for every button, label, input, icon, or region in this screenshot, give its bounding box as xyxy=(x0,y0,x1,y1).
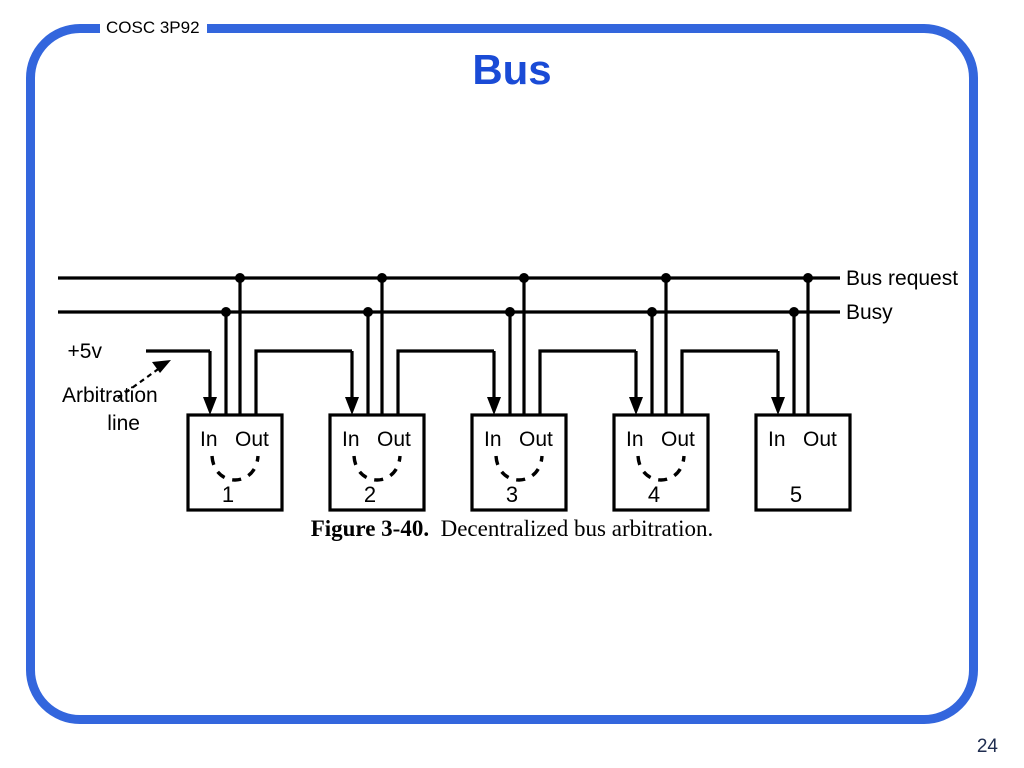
device-1-in-label: In xyxy=(200,428,218,451)
busy-junction-dot-3 xyxy=(505,307,515,317)
arbitration-label-line2: line xyxy=(107,412,140,435)
page-number: 24 xyxy=(976,736,998,757)
supply-label: +5v xyxy=(68,340,103,363)
figure-caption-text: Decentralized bus arbitration. xyxy=(440,516,714,541)
device-4-out-label: Out xyxy=(661,428,695,451)
device-1-internal-arc xyxy=(210,455,260,482)
busy-junction-dot-5 xyxy=(789,307,799,317)
course-header-label: COSC 3P92 xyxy=(100,17,207,39)
device-group-5: In Out 5 xyxy=(754,273,852,512)
device-box-5[interactable] xyxy=(754,413,852,512)
arbitration-in-arrowhead-2 xyxy=(345,397,359,415)
out-link-wire-2 xyxy=(396,349,494,415)
device-box-2[interactable] xyxy=(328,413,426,512)
figure-diagram: Bus request Busy In Out 1 xyxy=(40,250,984,570)
device-box-3[interactable] xyxy=(470,413,568,512)
bus-request-junction-dot-2 xyxy=(377,273,387,283)
device-5-in-label: In xyxy=(768,428,786,451)
device-5-out-label: Out xyxy=(803,428,837,451)
device-3-out-label: Out xyxy=(519,428,553,451)
arbitration-in-arrowhead-4 xyxy=(629,397,643,415)
arbitration-in-arrowhead-3 xyxy=(487,397,501,415)
bus-request-junction-dot-1 xyxy=(235,273,245,283)
device-1-out-label: Out xyxy=(235,428,269,451)
device-5-number: 5 xyxy=(790,482,802,507)
bus-request-junction-dot-4 xyxy=(661,273,671,283)
bus-request-junction-dot-3 xyxy=(519,273,529,283)
device-3-number: 3 xyxy=(506,482,518,507)
bus-request-junction-dot-5 xyxy=(803,273,813,283)
arbitration-in-arrowhead-1 xyxy=(203,397,217,415)
arbitration-label-line1: Arbitration xyxy=(62,384,158,407)
device-1-number: 1 xyxy=(222,482,234,507)
figure-caption: Figure 3-40. Decentralized bus arbitrati… xyxy=(0,516,1024,542)
busy-junction-dot-1 xyxy=(221,307,231,317)
busy-junction-dot-2 xyxy=(363,307,373,317)
device-group-3: In Out 3 xyxy=(470,273,636,512)
bus-request-label: Bus request xyxy=(846,267,958,290)
busy-label: Busy xyxy=(846,301,893,324)
decentralized-bus-arbitration-diagram: Bus request Busy In Out 1 xyxy=(58,267,958,512)
device-2-internal-arc xyxy=(352,455,402,482)
figure-caption-number: Figure 3-40. xyxy=(310,516,430,541)
page-title: Bus xyxy=(472,46,552,93)
arbitration-pointer-arrowhead xyxy=(152,360,171,373)
device-group-4: In Out 4 xyxy=(612,273,778,512)
device-box-1[interactable] xyxy=(186,413,284,512)
out-link-wire-4 xyxy=(680,349,778,415)
device-group-1: In Out 1 xyxy=(186,273,352,512)
device-3-in-label: In xyxy=(484,428,502,451)
device-4-internal-arc xyxy=(636,455,686,482)
device-box-4[interactable] xyxy=(612,413,710,512)
arbitration-in-arrowhead-5 xyxy=(771,397,785,415)
device-2-out-label: Out xyxy=(377,428,411,451)
device-2-number: 2 xyxy=(364,482,376,507)
device-4-number: 4 xyxy=(648,482,660,507)
out-link-wire-3 xyxy=(538,349,636,415)
device-2-in-label: In xyxy=(342,428,360,451)
device-3-internal-arc xyxy=(494,455,544,482)
device-group-2: In Out 2 xyxy=(328,273,494,512)
out-link-wire-1 xyxy=(254,349,352,415)
device-4-in-label: In xyxy=(626,428,644,451)
busy-junction-dot-4 xyxy=(647,307,657,317)
arbitration-pointer-line xyxy=(117,361,169,399)
